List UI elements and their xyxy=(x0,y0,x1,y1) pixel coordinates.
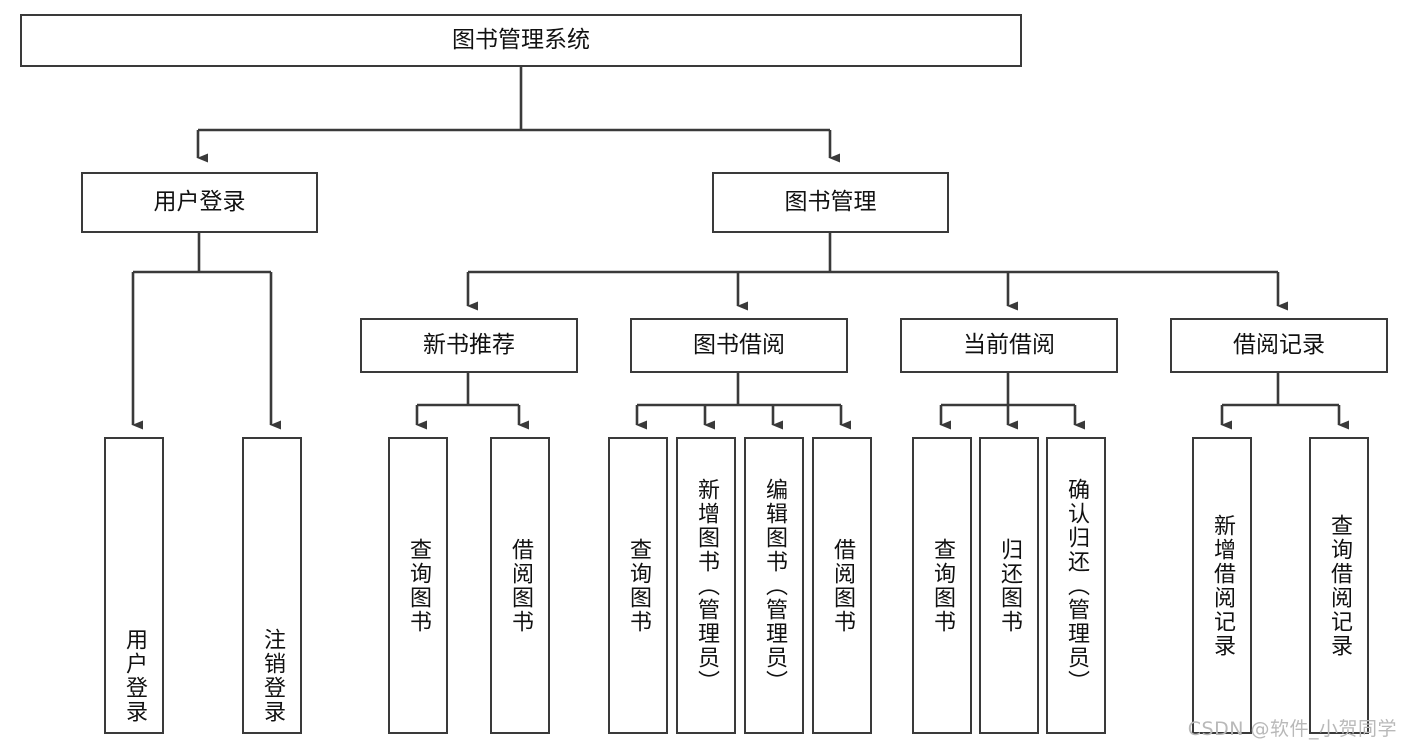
node-leaf-borrow-query-book-label: 查询图书 xyxy=(625,537,651,634)
node-leaf-user-login[interactable]: 用户登录 xyxy=(104,437,164,734)
node-current-borrow[interactable]: 当前借阅 xyxy=(900,318,1118,373)
node-user-login[interactable]: 用户登录 xyxy=(81,172,318,233)
node-book-borrow[interactable]: 图书借阅 xyxy=(630,318,848,373)
node-leaf-newbook-borrow-book[interactable]: 借阅图书 xyxy=(490,437,550,734)
node-leaf-current-return-book-label: 归还图书 xyxy=(996,537,1022,634)
node-leaf-records-query-record-label: 查询借阅记录 xyxy=(1326,513,1352,658)
node-leaf-records-add-record-label: 新增借阅记录 xyxy=(1209,513,1235,658)
node-leaf-records-query-record[interactable]: 查询借阅记录 xyxy=(1309,437,1369,734)
node-leaf-borrow-query-book[interactable]: 查询图书 xyxy=(608,437,668,734)
node-leaf-records-add-record[interactable]: 新增借阅记录 xyxy=(1192,437,1252,734)
node-current-borrow-label: 当前借阅 xyxy=(963,331,1055,358)
node-leaf-borrow-edit-book-admin[interactable]: 编辑图书（管理员） xyxy=(744,437,804,734)
node-book-borrow-label: 图书借阅 xyxy=(693,331,785,358)
node-root-label: 图书管理系统 xyxy=(452,26,590,53)
node-leaf-newbook-query-book[interactable]: 查询图书 xyxy=(388,437,448,734)
node-leaf-borrow-add-book-admin[interactable]: 新增图书（管理员） xyxy=(676,437,736,734)
node-user-login-label: 用户登录 xyxy=(153,188,246,215)
node-leaf-borrow-add-book-admin-label: 新增图书（管理员） xyxy=(693,477,719,694)
node-new-book-recommend-label: 新书推荐 xyxy=(423,331,515,358)
node-leaf-borrow-borrow-book[interactable]: 借阅图书 xyxy=(812,437,872,734)
node-leaf-newbook-query-book-label: 查询图书 xyxy=(405,537,431,634)
node-book-management-label: 图书管理 xyxy=(784,188,877,215)
node-new-book-recommend[interactable]: 新书推荐 xyxy=(360,318,578,373)
node-leaf-current-confirm-return-admin[interactable]: 确认归还（管理员） xyxy=(1046,437,1106,734)
node-leaf-borrow-borrow-book-label: 借阅图书 xyxy=(829,537,855,634)
node-leaf-current-query-book[interactable]: 查询图书 xyxy=(912,437,972,734)
node-leaf-logout-label: 注销登录 xyxy=(259,628,285,724)
node-leaf-user-login-label: 用户登录 xyxy=(121,628,147,724)
node-borrow-records[interactable]: 借阅记录 xyxy=(1170,318,1388,373)
node-leaf-current-return-book[interactable]: 归还图书 xyxy=(979,437,1039,734)
node-leaf-logout[interactable]: 注销登录 xyxy=(242,437,302,734)
watermark-text: CSDN @软件_小贺同学 xyxy=(1187,718,1397,740)
node-leaf-newbook-borrow-book-label: 借阅图书 xyxy=(507,537,533,634)
node-borrow-records-label: 借阅记录 xyxy=(1233,331,1325,358)
node-root-library-system[interactable]: 图书管理系统 xyxy=(20,14,1022,67)
node-book-management[interactable]: 图书管理 xyxy=(712,172,949,233)
node-leaf-borrow-edit-book-admin-label: 编辑图书（管理员） xyxy=(761,477,787,694)
node-leaf-current-confirm-return-admin-label: 确认归还（管理员） xyxy=(1063,477,1089,694)
node-leaf-current-query-book-label: 查询图书 xyxy=(929,537,955,634)
